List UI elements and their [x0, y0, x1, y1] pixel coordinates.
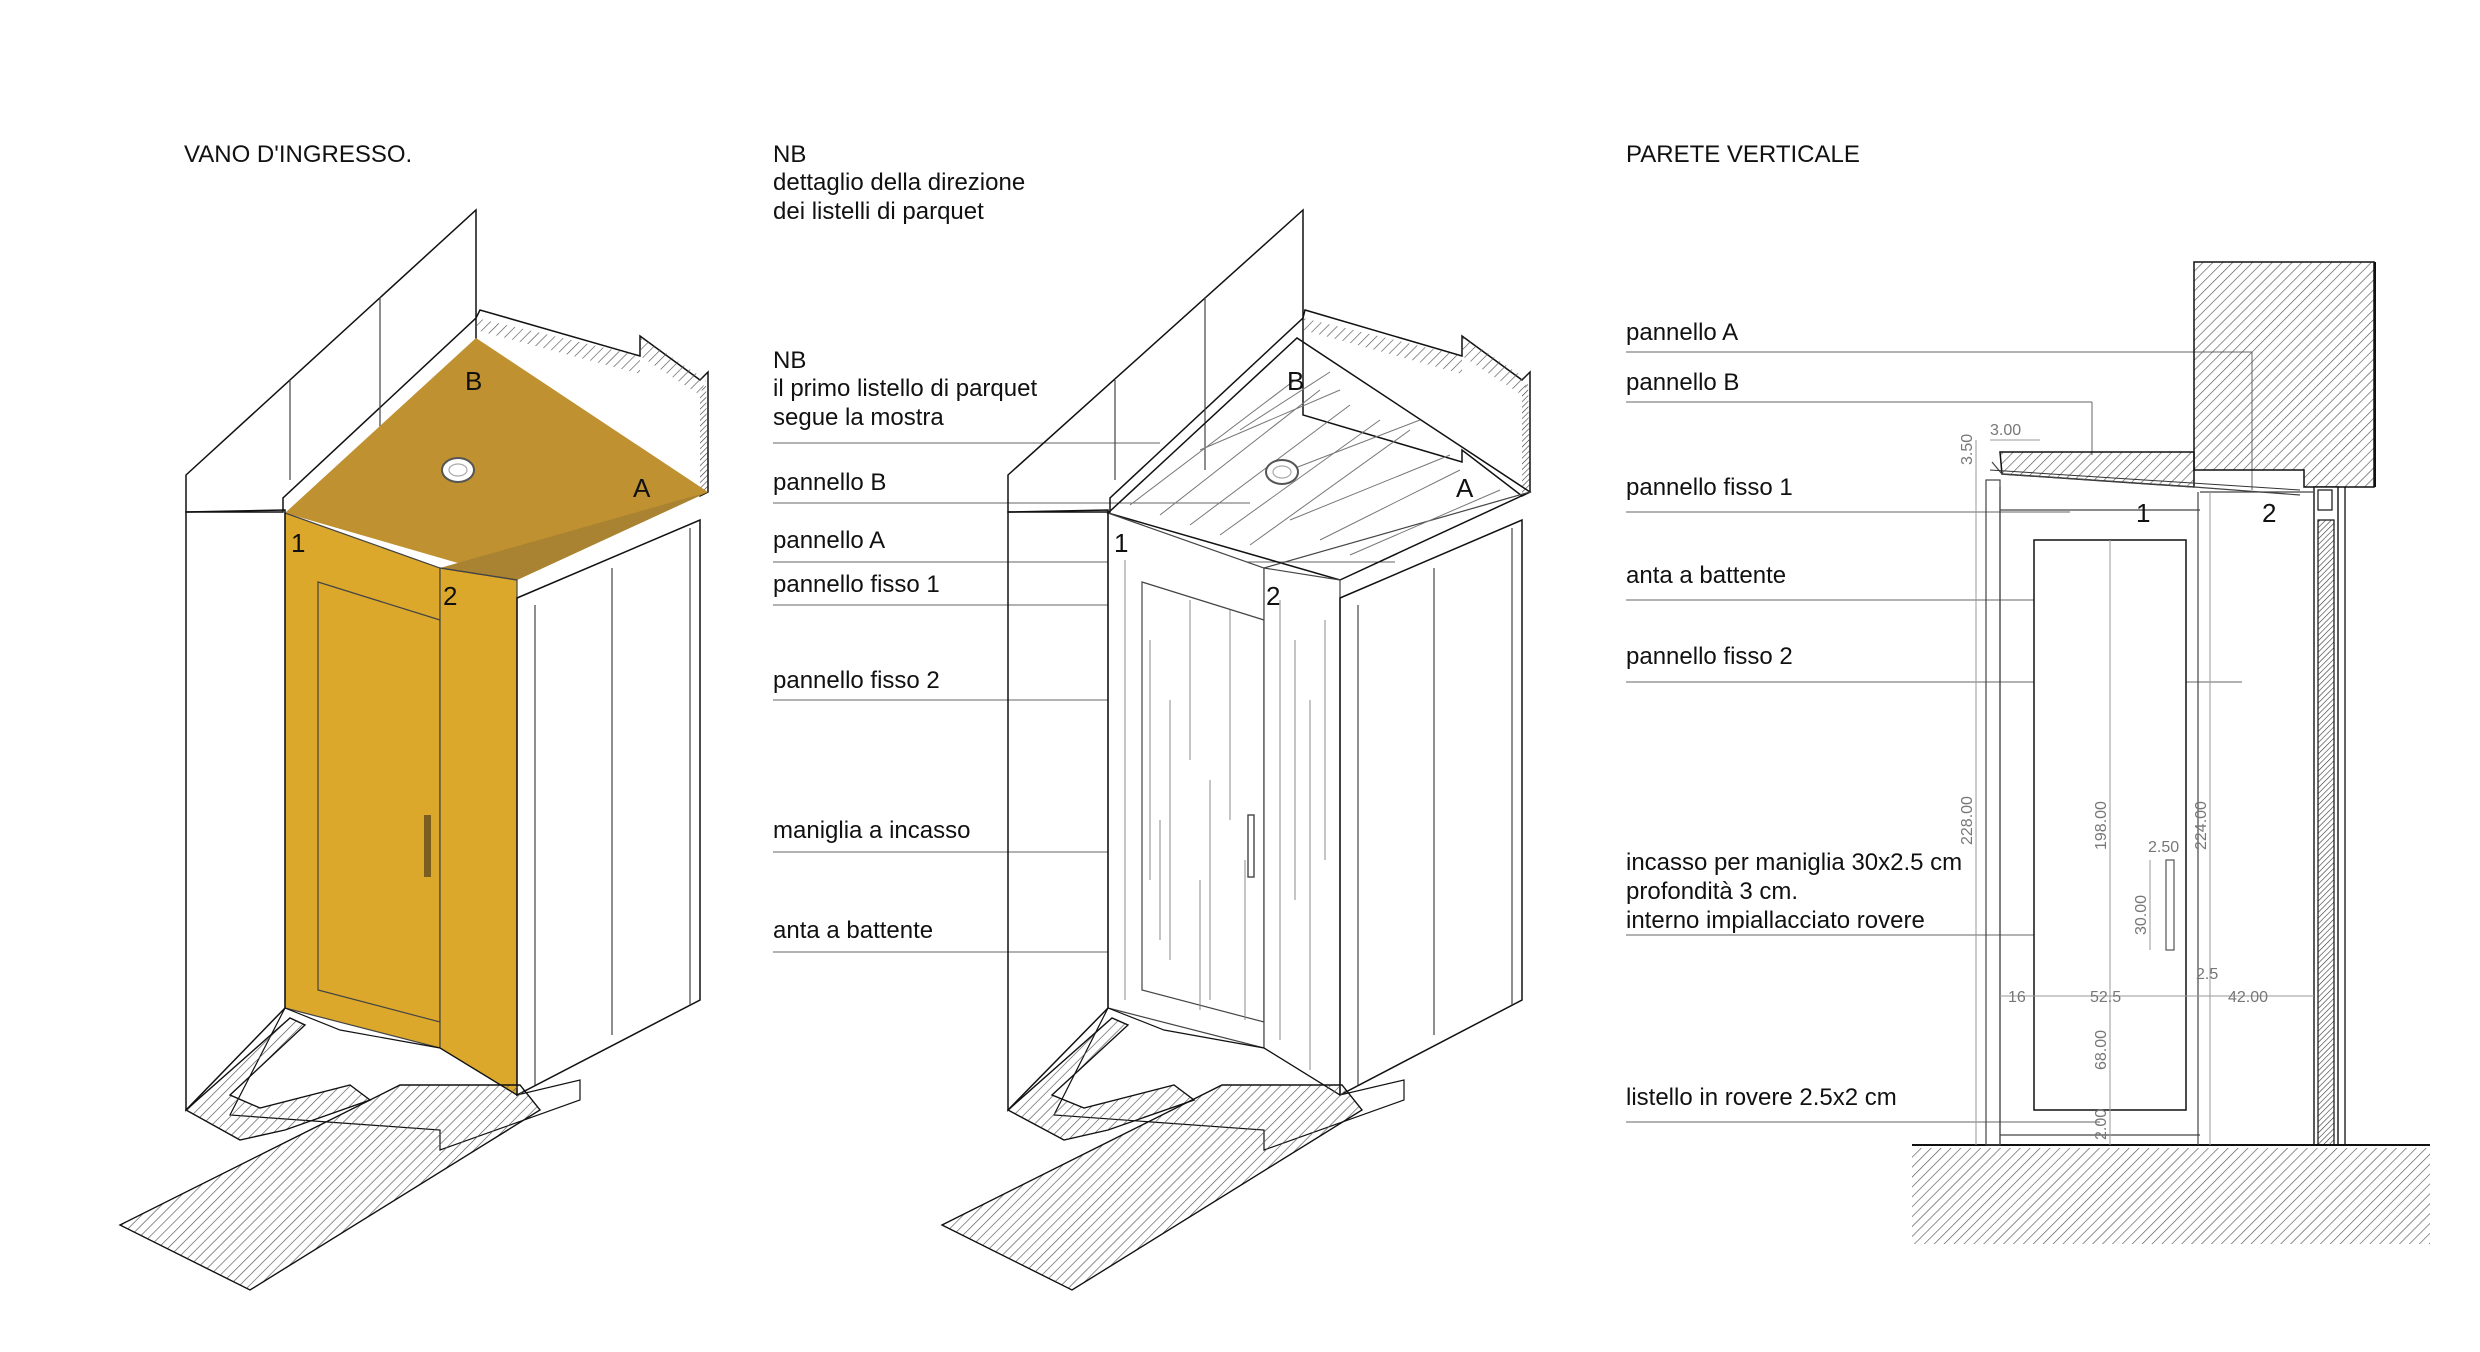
- marker-1-right: 1: [2136, 498, 2150, 528]
- recessed-handle: [424, 815, 431, 877]
- dim-6800: 68.00: [2093, 1030, 2110, 1070]
- isometric-entrance-parquet: NB dettaglio della direzione dei listell…: [773, 141, 1532, 1291]
- r-label-anta: anta a battente: [1626, 562, 1786, 589]
- handle-recess: [2165, 859, 2175, 951]
- label-pannello-fisso-1: pannello fisso 1: [773, 571, 940, 598]
- isometric-entrance-coloured: VANO D'INGRESSO. B A 1: [118, 141, 709, 1291]
- dim-3000: 30.00: [2133, 895, 2150, 935]
- floor-section: [118, 1084, 542, 1291]
- marker-2-right: 2: [2262, 498, 2276, 528]
- marker-a-left: A: [633, 473, 651, 503]
- dim-16: 16: [2008, 989, 2026, 1006]
- wardrobe: [516, 518, 701, 1097]
- note1-line2: dettaglio della direzione: [773, 169, 1025, 196]
- dim-4200: 42.00: [2228, 989, 2268, 1006]
- label-pannello-b: pannello B: [773, 469, 886, 496]
- r-label-fisso-1: pannello fisso 1: [1626, 474, 1793, 501]
- marker-b-left: B: [465, 366, 482, 396]
- left-title: VANO D'INGRESSO.: [184, 141, 412, 168]
- r-label-listello: listello in rovere 2.5x2 cm: [1626, 1084, 1897, 1111]
- r-note-line3: interno impiallacciato rovere: [1626, 907, 1925, 934]
- ceiling-panel-b: [285, 338, 708, 580]
- r-label-pannello-a: pannello A: [1626, 319, 1738, 346]
- dim-19800: 198.00: [2093, 801, 2110, 850]
- note1-line3: dei listelli di parquet: [773, 198, 984, 225]
- vertical-section: PARETE VERTICALE pannello A pannello B p…: [1626, 141, 2430, 1244]
- dim-525: 52.5: [2090, 989, 2121, 1006]
- dim-22400: 224.00: [2193, 801, 2210, 850]
- marker-2-left: 2: [443, 581, 457, 611]
- marker-1-left: 1: [291, 528, 305, 558]
- dim-300: 3.00: [1990, 422, 2021, 439]
- fixed-panel-1: [284, 512, 441, 1049]
- label-maniglia: maniglia a incasso: [773, 817, 970, 844]
- r-note-line2: profondità 3 cm.: [1626, 878, 1798, 905]
- note2-line2: il primo listello di parquet: [773, 375, 1037, 402]
- marker-1-mid: 1: [1114, 528, 1128, 558]
- r-note-line1: incasso per maniglia 30x2.5 cm: [1626, 849, 1962, 876]
- note2-line3: segue la mostra: [773, 404, 944, 431]
- dim-350: 3.50: [1959, 434, 1976, 465]
- fixed-panel-2: [439, 567, 518, 1097]
- dim-22800: 228.00: [1959, 796, 1976, 845]
- dim-250a: 2.50: [2148, 839, 2179, 856]
- dim-25b: 2.5: [2196, 966, 2218, 983]
- dim-200: 2.00: [2093, 1109, 2110, 1140]
- note2-line1: NB: [773, 347, 806, 374]
- right-title: PARETE VERTICALE: [1626, 141, 1860, 168]
- marker-b-mid: B: [1287, 366, 1304, 396]
- floor-slab: [1912, 1148, 2430, 1244]
- label-anta: anta a battente: [773, 917, 933, 944]
- r-label-fisso-2: pannello fisso 2: [1626, 643, 1793, 670]
- ceiling-light: [441, 457, 475, 483]
- upper-wall-section: [2193, 261, 2375, 488]
- ceiling-panel-a: [440, 492, 708, 580]
- marker-a-mid: A: [1456, 473, 1474, 503]
- r-label-pannello-b: pannello B: [1626, 369, 1739, 396]
- marker-2-mid: 2: [1266, 581, 1280, 611]
- note1-line1: NB: [773, 141, 806, 168]
- parquet-lines-ceiling: [1129, 371, 1501, 556]
- label-pannello-fisso-2: pannello fisso 2: [773, 667, 940, 694]
- label-pannello-a: pannello A: [773, 527, 885, 554]
